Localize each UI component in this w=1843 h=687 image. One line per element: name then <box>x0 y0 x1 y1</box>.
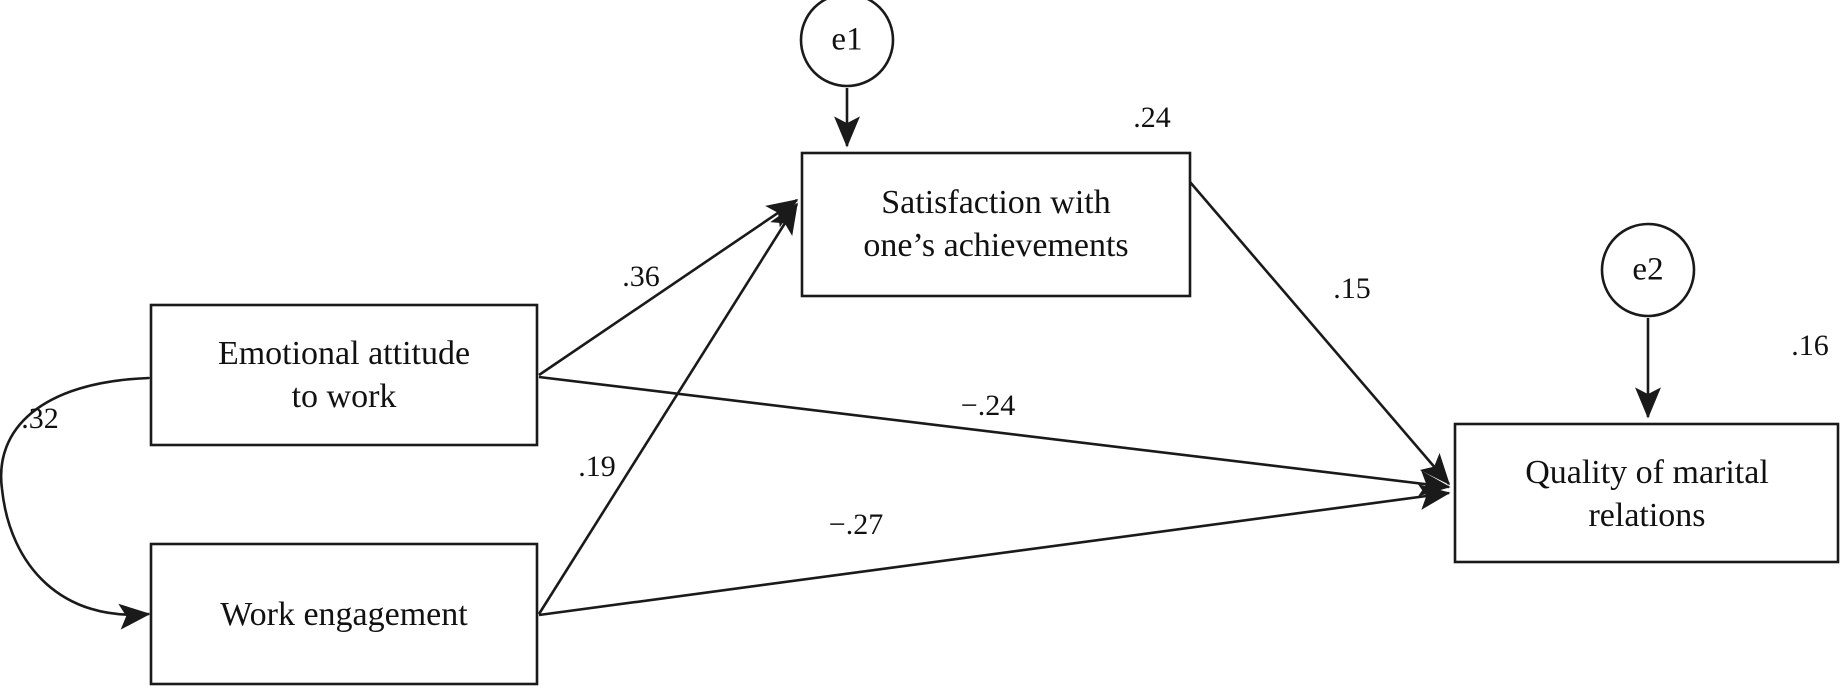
node-satisfaction-with-ones-achievements: Satisfaction with one’s achievements <box>800 151 1192 298</box>
error-node-e2: e2 <box>1600 222 1696 318</box>
r-squared-satisfaction: .24 <box>1133 101 1171 134</box>
work-engagement-box <box>149 542 539 686</box>
coefficient-attitude-to-quality: −.24 <box>961 389 1015 422</box>
satisfaction-label-line2: one’s achievements <box>863 227 1128 264</box>
path-covariance-upper-arm <box>0 363 180 490</box>
emotional-attitude-label-line1: Emotional attitude <box>218 335 470 372</box>
path-engagement-to-quality <box>538 484 1451 617</box>
coefficient-satisfaction-to-quality: .15 <box>1333 272 1371 305</box>
node-quality-of-marital-relations: Quality of marital relations <box>1453 422 1840 564</box>
path-engagement-to-satisfaction <box>537 202 799 615</box>
coefficient-correlation-attitude-engagement: .32 <box>21 402 59 435</box>
quality-label-line1: Quality of marital <box>1525 454 1769 491</box>
coefficient-engagement-to-quality: −.27 <box>829 508 883 541</box>
path-satisfaction-to-quality <box>1189 181 1451 486</box>
coefficient-attitude-to-satisfaction: .36 <box>622 260 660 293</box>
node-emotional-attitude-to-work: Emotional attitude to work <box>149 303 539 447</box>
satisfaction-label-line1: Satisfaction with <box>881 184 1110 221</box>
work-engagement-label-line1: Work engagement <box>220 596 468 633</box>
path-attitude-to-quality <box>538 375 1451 497</box>
coefficient-engagement-to-satisfaction: .19 <box>578 450 616 483</box>
r-squared-quality: .16 <box>1791 329 1829 362</box>
e1-circle <box>799 0 895 88</box>
e2-circle <box>1600 222 1696 318</box>
error-node-e1: e1 <box>799 0 895 88</box>
e1-label: e1 <box>831 22 862 58</box>
e2-label: e2 <box>1632 252 1663 288</box>
path-covariance-lower-arm <box>0 488 151 630</box>
quality-label-line2: relations <box>1588 497 1705 534</box>
satisfaction-box <box>800 151 1192 298</box>
emotional-attitude-box <box>149 303 539 447</box>
emotional-attitude-label-line2: to work <box>292 378 397 415</box>
quality-box <box>1453 422 1840 564</box>
path-attitude-to-satisfaction <box>538 198 799 377</box>
node-work-engagement: Work engagement <box>149 542 539 686</box>
